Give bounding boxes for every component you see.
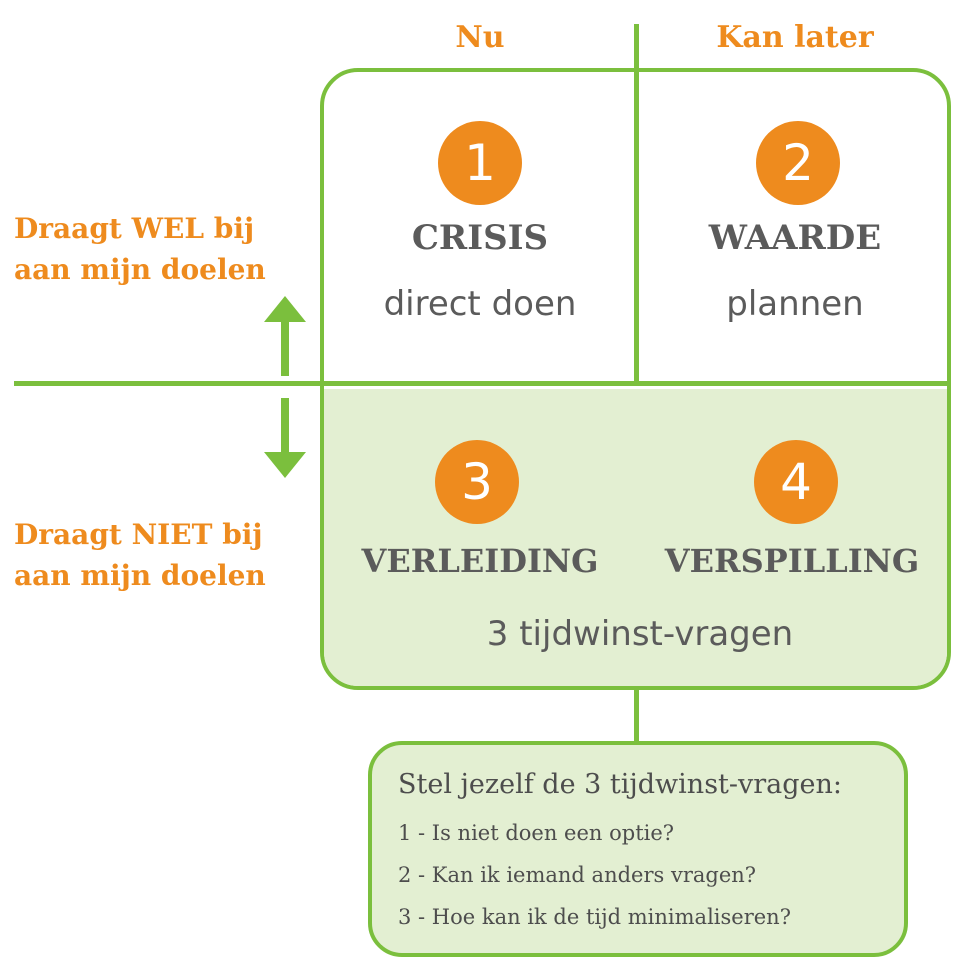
row-header-contributes-line-2: aan mijn doelen <box>14 253 266 286</box>
question-item-1: 1 - Is niet doen een optie? <box>398 821 675 845</box>
connector-line <box>634 688 639 744</box>
vertical-axis-line <box>634 24 639 385</box>
row-header-contributes-line-1: Draagt WEL bij <box>14 212 255 245</box>
row-header-not-contributes-line-1: Draagt NIET bij <box>14 518 263 551</box>
row-header-not-contributes-line-2: aan mijn doelen <box>14 559 266 592</box>
quadrant-1-number-badge: 1 <box>438 121 522 205</box>
quadrant-1-action: direct doen <box>383 284 577 324</box>
row-header-contributes: Draagt WEL bij aan mijn doelen <box>14 208 314 290</box>
bottom-row-action: 3 tijdwinst-vragen <box>486 614 794 654</box>
quadrant-3-number-badge: 3 <box>435 440 519 524</box>
quadrant-2-action: plannen <box>726 284 864 324</box>
arrow-down-icon <box>264 398 306 478</box>
row-header-not-contributes: Draagt NIET bij aan mijn doelen <box>14 514 314 596</box>
column-header-now: Nu <box>455 20 505 55</box>
quadrant-2-title: WAARDE <box>708 218 882 258</box>
arrow-up-icon <box>264 296 306 376</box>
question-item-3: 3 - Hoe kan ik de tijd minimaliseren? <box>398 905 791 929</box>
quadrant-3-title: VERLEIDING <box>361 542 599 580</box>
horizontal-axis-line <box>14 381 951 386</box>
quadrant-1-title: CRISIS <box>411 218 549 258</box>
column-header-later: Kan later <box>716 20 874 55</box>
questions-box: Stel jezelf de 3 tijdwinst-vragen: 1 - I… <box>368 741 908 957</box>
quadrant-4-number-badge: 4 <box>754 440 838 524</box>
questions-heading: Stel jezelf de 3 tijdwinst-vragen: <box>398 769 843 800</box>
quadrant-2-number-badge: 2 <box>756 121 840 205</box>
quadrant-4-title: VERSPILLING <box>664 542 920 580</box>
bottom-row-fill <box>324 389 947 686</box>
question-item-2: 2 - Kan ik iemand anders vragen? <box>398 863 757 887</box>
